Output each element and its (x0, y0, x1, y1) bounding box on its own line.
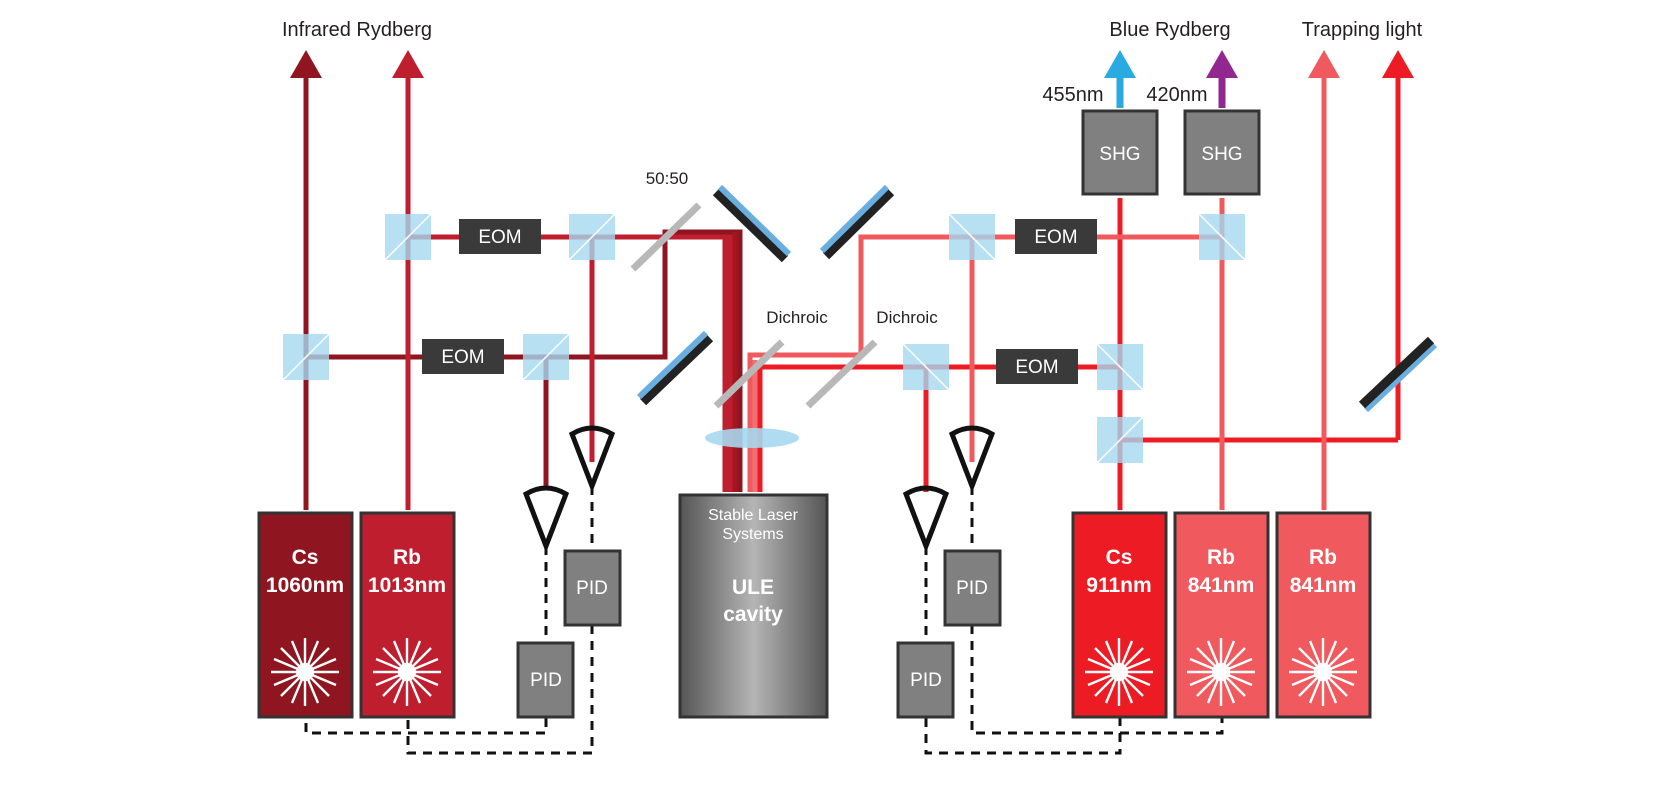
shg-box: SHG (1183, 109, 1261, 196)
svg-text:911nm: 911nm (1086, 574, 1151, 597)
beams-left (303, 78, 743, 510)
cavity-caption-line2: Systems (722, 526, 783, 543)
mirrors (636, 184, 1438, 413)
cavity-title-line2: cavity (723, 603, 783, 626)
svg-text:PID: PID (910, 670, 942, 691)
svg-text:EOM: EOM (1015, 357, 1058, 378)
svg-text:EOM: EOM (441, 347, 484, 368)
laser-cs-1060: Cs 1060nm (257, 511, 354, 719)
laser-burst-icon (371, 636, 443, 708)
photodetector-icon (522, 485, 570, 553)
label-blue-rydberg: Blue Rydberg (1109, 19, 1230, 41)
eom-box: EOM (422, 339, 504, 374)
arrow-up-icon (392, 50, 424, 78)
laser-burst-icon (1185, 636, 1257, 708)
laser-burst-icon (1083, 636, 1155, 708)
mirror-icon (819, 184, 895, 260)
laser-boxes: Cs 1060nm Rb 1013nm Cs 911nm Rb 841nm Rb… (257, 511, 1372, 719)
mirror-icon (712, 184, 792, 263)
beamsplitter-icon (568, 213, 616, 261)
laser-rb-841-b: Rb 841nm (1275, 511, 1372, 719)
beamsplitter-icon (902, 343, 950, 391)
cavity-caption-line1: Stable Laser (708, 507, 799, 524)
beamsplitter-icon (282, 333, 330, 381)
svg-text:PID: PID (956, 578, 988, 599)
arrow-up-icon (290, 50, 322, 78)
shg-box: SHG (1081, 109, 1159, 196)
arrow-up-icon (1382, 50, 1414, 78)
svg-text:EOM: EOM (1034, 227, 1077, 248)
beamsplitter-icon (1096, 343, 1144, 391)
svg-text:SHG: SHG (1099, 144, 1140, 165)
label-420nm: 420nm (1146, 84, 1207, 106)
label-dichroic-1: Dichroic (766, 308, 828, 327)
label-dichroic-2: Dichroic (876, 308, 938, 327)
svg-text:PID: PID (576, 578, 608, 599)
svg-text:1060nm: 1060nm (266, 574, 344, 597)
lens-icon (705, 428, 799, 448)
eom-boxes: EOM EOM EOM EOM (422, 219, 1097, 384)
laser-cs-911: Cs 911nm (1071, 511, 1168, 719)
photodetectors (522, 425, 996, 553)
beamsplitters (282, 213, 1246, 464)
eom-box: EOM (459, 219, 541, 254)
label-455nm: 455nm (1042, 84, 1103, 106)
laser-rb-841-a: Rb 841nm (1173, 511, 1270, 719)
laser-burst-icon (1287, 636, 1359, 708)
beamsplitter-icon (1096, 416, 1144, 464)
svg-text:PID: PID (530, 670, 562, 691)
photodetector-icon (948, 425, 996, 493)
pid-box: PID (563, 549, 622, 627)
labels: Infrared Rydberg Blue Rydberg Trapping l… (282, 19, 1423, 327)
pid-box: PID (896, 641, 955, 719)
svg-text:841nm: 841nm (1290, 574, 1357, 597)
beamsplitter-icon (948, 213, 996, 261)
shg-boxes: SHG SHG (1081, 109, 1261, 196)
label-trapping-light: Trapping light (1302, 19, 1423, 41)
beamsplitter-icon (384, 213, 432, 261)
arrow-up-icon (1308, 50, 1340, 78)
dichroic-mirrors (630, 202, 878, 409)
arrow-up-icon (1206, 50, 1238, 78)
feedback-lines (304, 486, 1224, 755)
beamsplitter-50-50-icon (630, 202, 702, 272)
laser-burst-icon (269, 636, 341, 708)
svg-text:Cs: Cs (1106, 546, 1133, 569)
mirror-icon (636, 330, 714, 406)
eom-box: EOM (1015, 219, 1097, 254)
laser-rb-1013: Rb 1013nm (359, 511, 456, 719)
svg-text:SHG: SHG (1201, 144, 1242, 165)
dichroic-mirror-icon (713, 339, 785, 409)
svg-text:Rb: Rb (393, 546, 421, 569)
label-50-50: 50:50 (646, 169, 689, 188)
svg-text:Rb: Rb (1309, 546, 1337, 569)
pid-boxes: PID PID PID PID (516, 549, 1002, 719)
ule-cavity: Stable Laser Systems ULE cavity (678, 493, 829, 719)
mirror-icon (1358, 336, 1438, 413)
dichroic-mirror-icon (805, 339, 878, 409)
beamsplitter-icon (522, 333, 570, 381)
svg-text:841nm: 841nm (1188, 574, 1255, 597)
svg-text:Cs: Cs (292, 546, 319, 569)
eom-box: EOM (996, 349, 1078, 384)
svg-text:EOM: EOM (478, 227, 521, 248)
beamsplitter-icon (1198, 213, 1246, 261)
pid-box: PID (943, 549, 1002, 627)
svg-text:1013nm: 1013nm (368, 574, 446, 597)
photodetector-icon (568, 425, 616, 493)
photodetector-icon (902, 485, 950, 553)
label-infrared-rydberg: Infrared Rydberg (282, 19, 432, 41)
arrow-up-icon (1104, 50, 1136, 78)
beams-right (747, 78, 1401, 510)
cavity-title-line1: ULE (732, 576, 774, 599)
pid-box: PID (516, 641, 575, 719)
svg-text:Rb: Rb (1207, 546, 1235, 569)
